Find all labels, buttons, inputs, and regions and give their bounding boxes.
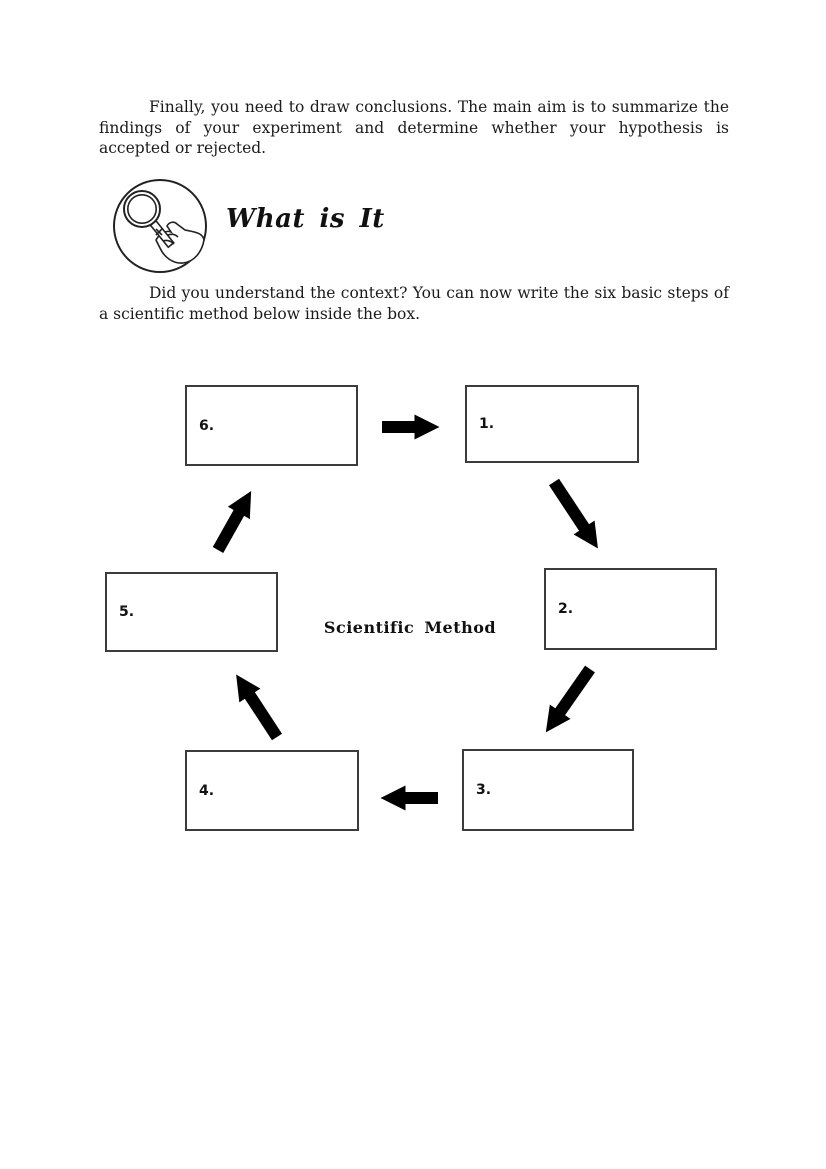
magnifier-in-circle-icon	[113, 179, 207, 273]
arrow-1-to-2	[548, 478, 598, 549]
step-box-3[interactable]: 3.	[462, 749, 634, 831]
step-number-5: 5.	[119, 604, 135, 620]
magnifier-lens-outer	[123, 190, 161, 228]
step-box-6[interactable]: 6.	[185, 385, 358, 466]
step-number-2: 2.	[558, 601, 574, 617]
arrow-4-to-5	[236, 674, 283, 741]
step-number-6: 6.	[199, 417, 215, 434]
hand-knuckle-lines	[162, 233, 179, 245]
arrow-5-to-6	[212, 491, 252, 553]
step-box-1[interactable]: 1.	[465, 385, 639, 463]
step-number-1: 1.	[479, 416, 495, 432]
step-number-3: 3.	[476, 782, 492, 798]
icon-outer-circle	[113, 179, 207, 273]
paragraph-instruction: Did you understand the context? You can …	[99, 284, 729, 323]
section-heading: What is It	[226, 204, 385, 234]
arrow-2-to-3	[545, 665, 595, 733]
step-number-4: 4.	[199, 782, 215, 799]
handle-cross-mark	[155, 228, 163, 236]
step-box-4[interactable]: 4.	[185, 750, 359, 831]
step-box-2[interactable]: 2.	[544, 568, 717, 650]
magnifier-lens-inner	[126, 193, 157, 224]
paragraph-conclusions: Finally, you need to draw conclusions. T…	[99, 98, 729, 158]
diagram-title: Scientific Method	[323, 618, 497, 637]
step-box-5[interactable]: 5.	[105, 572, 278, 652]
